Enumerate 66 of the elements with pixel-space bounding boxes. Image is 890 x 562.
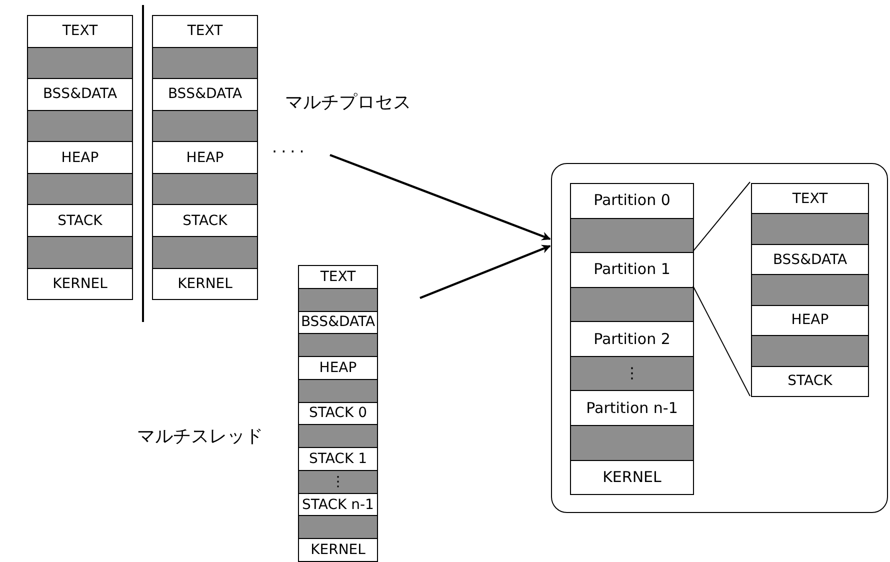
segment-label: Partition n-1 bbox=[586, 400, 678, 416]
segment-label: STACK bbox=[788, 374, 832, 388]
segment-label: BSS&DATA bbox=[300, 315, 376, 330]
memory-stack bbox=[751, 183, 869, 397]
shaded-segment bbox=[153, 174, 257, 206]
segment-label: KERNEL bbox=[310, 543, 366, 558]
shaded-segment bbox=[28, 236, 132, 268]
arrow bbox=[330, 154, 551, 240]
shaded-segment bbox=[299, 334, 377, 358]
segment-label: STACK 0 bbox=[309, 406, 367, 420]
segment-label: STACK bbox=[182, 214, 228, 228]
shaded-segment bbox=[299, 380, 377, 403]
shaded-segment bbox=[299, 288, 377, 312]
shaded-segment bbox=[752, 214, 868, 245]
shaded-segment bbox=[752, 275, 868, 306]
segment-label: BSS&DATA bbox=[772, 252, 848, 267]
shaded-segment bbox=[153, 48, 257, 80]
segment-label: HEAP bbox=[61, 150, 99, 165]
shaded-segment bbox=[299, 425, 377, 448]
caption-text: マルチスレッド bbox=[137, 428, 263, 446]
segment-label: STACK n-1 bbox=[302, 498, 374, 512]
shaded-segment bbox=[28, 174, 132, 206]
ellipsis-dots: ⋮ bbox=[331, 474, 345, 489]
segment-label: TEXT bbox=[792, 192, 828, 206]
segment-label: HEAP bbox=[791, 313, 829, 328]
memory-segment bbox=[299, 312, 377, 334]
shaded-segment bbox=[571, 288, 693, 322]
segment-label: TEXT bbox=[320, 270, 356, 284]
shaded-segment bbox=[752, 336, 868, 367]
segment-label: STACK bbox=[58, 214, 102, 228]
shaded-segment bbox=[28, 110, 132, 142]
segment-label: Partition 1 bbox=[594, 262, 670, 278]
rounded-frame bbox=[551, 163, 888, 513]
leader-line bbox=[692, 182, 750, 252]
segment-label: BSS&DATA bbox=[42, 87, 118, 102]
segment-label: BSS&DATA bbox=[168, 87, 242, 102]
segment-label: Partition 2 bbox=[594, 332, 670, 347]
segment-label: Partition 0 bbox=[594, 193, 670, 208]
segment-label: HEAP bbox=[319, 360, 357, 375]
segment-label: KERNEL bbox=[178, 276, 232, 291]
shaded-segment bbox=[299, 516, 377, 540]
segment-label: HEAP bbox=[186, 150, 224, 165]
shaded-segment bbox=[571, 218, 693, 254]
segment-label: TEXT bbox=[187, 24, 223, 38]
memory-stack bbox=[570, 183, 694, 495]
memory-stack bbox=[152, 15, 258, 300]
shaded-segment bbox=[571, 426, 693, 460]
segment-label: STACK 1 bbox=[309, 452, 367, 466]
segment-label: KERNEL bbox=[602, 470, 662, 485]
shaded-segment bbox=[571, 356, 693, 392]
arrow bbox=[420, 244, 551, 300]
segment-label: TEXT bbox=[62, 24, 98, 38]
segment-label: KERNEL bbox=[52, 276, 108, 291]
shaded-segment bbox=[28, 48, 132, 80]
memory-segment bbox=[299, 494, 377, 516]
memory-segment bbox=[299, 402, 377, 426]
shaded-segment bbox=[153, 236, 257, 268]
caption-text: マルチプロセス bbox=[285, 94, 411, 112]
shaded-segment bbox=[153, 110, 257, 142]
ellipsis-dots: ⋮ bbox=[624, 366, 640, 382]
shaded-segment bbox=[299, 470, 377, 494]
memory-segment bbox=[752, 306, 868, 336]
memory-stack bbox=[298, 265, 378, 562]
leader-line bbox=[692, 286, 750, 396]
memory-stack bbox=[27, 15, 133, 300]
ellipsis-dots: ···· bbox=[272, 144, 308, 160]
